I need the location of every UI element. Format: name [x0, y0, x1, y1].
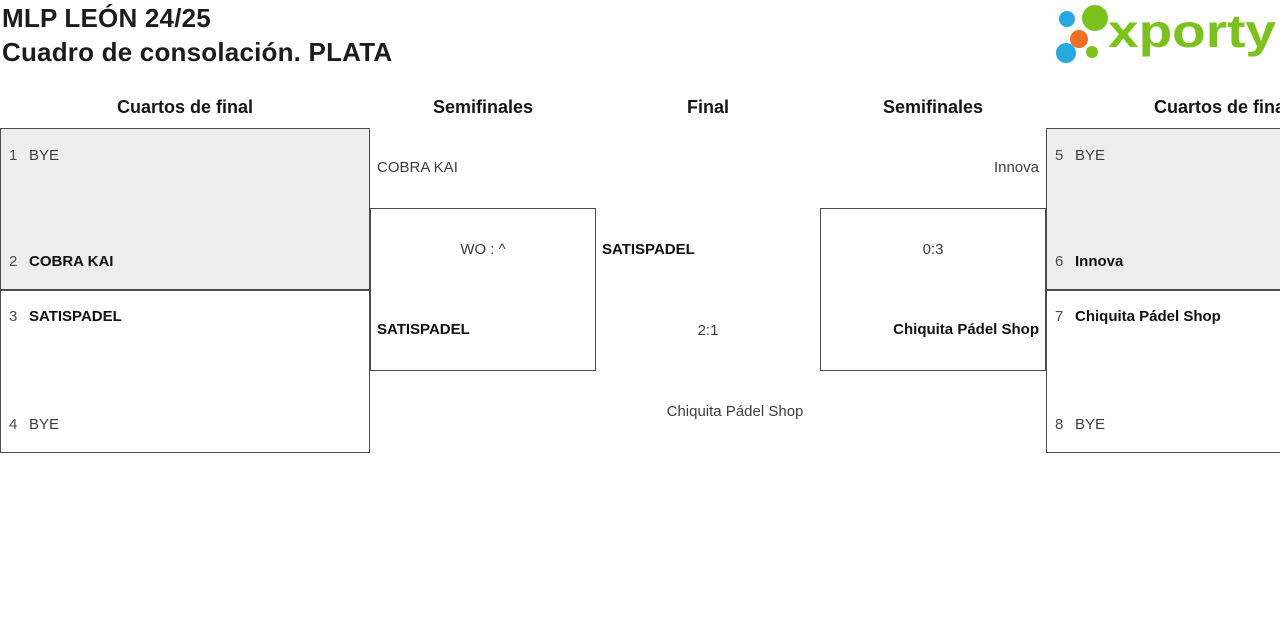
seed-number: 4 — [9, 416, 18, 433]
round-header-final: Final — [686, 97, 730, 117]
round-header-qf-left: Cuartos de final — [116, 97, 254, 117]
seed-number: 3 — [9, 308, 18, 325]
logo-dot-blue-small — [1059, 11, 1075, 27]
match-box-qf-right-1 — [1046, 128, 1280, 290]
match-box-sf-right — [820, 208, 1046, 371]
seed-number: 1 — [9, 147, 18, 164]
sf-right-score: 0:3 — [922, 241, 944, 258]
sf-right-team2: Chiquita Pádel Shop — [893, 321, 1039, 338]
round-header-sf-right: Semifinales — [882, 97, 984, 117]
match-box-qf-right-2 — [1046, 290, 1280, 453]
seed-number: 2 — [9, 253, 18, 270]
page-title-block: MLP LEÓN 24/25 Cuadro de consolación. PL… — [2, 1, 392, 69]
sf-left-score: WO : ^ — [460, 241, 506, 258]
match-box-sf-left — [370, 208, 596, 371]
round-header-sf-left: Semifinales — [432, 97, 534, 117]
logo-dot-green-large — [1082, 5, 1108, 31]
seed-number: 8 — [1055, 416, 1064, 433]
sf-left-team1: COBRA KAI — [377, 159, 458, 176]
round-header-qf-right: Cuartos de final — [1153, 97, 1280, 117]
seed-number: 5 — [1055, 147, 1064, 164]
xporty-logo[interactable]: xporty — [1046, 3, 1280, 69]
logo-wordmark: xporty — [1108, 5, 1276, 57]
final-team2: Chiquita Pádel Shop — [666, 403, 804, 420]
match-box-qf-left-2 — [0, 290, 370, 453]
page-subtitle: Cuadro de consolación. PLATA — [2, 37, 393, 67]
sf-right-team1: Innova — [993, 159, 1039, 176]
logo-dot-green-small — [1086, 46, 1098, 58]
seed-number: 6 — [1055, 253, 1064, 270]
logo-dot-blue-large — [1056, 43, 1076, 63]
final-team1: SATISPADEL — [602, 241, 695, 258]
sf-left-team2: SATISPADEL — [377, 321, 470, 338]
logo-dot-orange — [1070, 30, 1088, 48]
final-score: 2:1 — [697, 322, 719, 339]
page-title: MLP LEÓN 24/25 — [2, 3, 211, 33]
match-box-qf-left-1 — [0, 128, 370, 290]
seed-number: 7 — [1055, 308, 1064, 325]
